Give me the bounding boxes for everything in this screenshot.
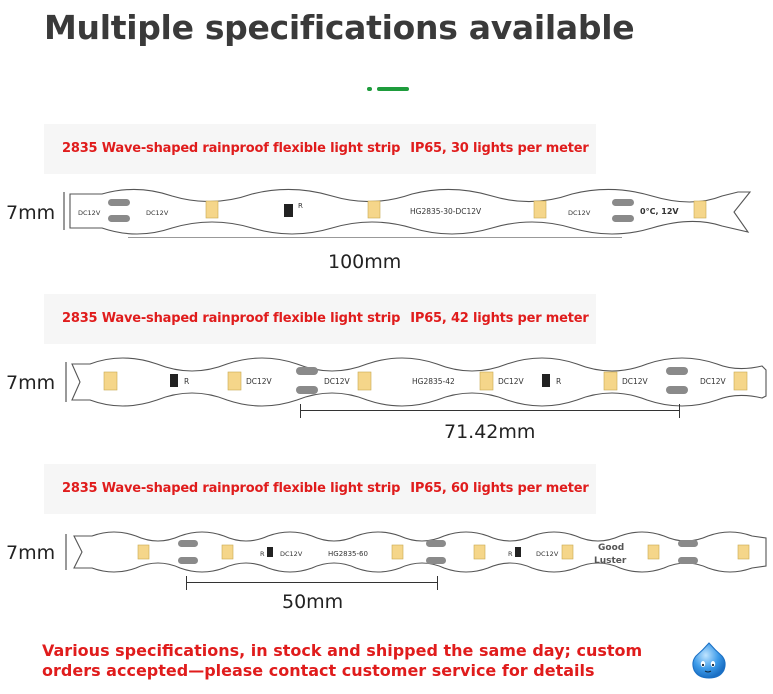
led-chip <box>227 371 242 391</box>
pitch-dimension-tick <box>300 404 301 418</box>
resistor-chip <box>542 374 550 387</box>
spec-label-42: 2835 Wave-shaped rainproof flexible ligh… <box>62 311 589 326</box>
spec-label-rating: IP65, 42 lights per meter <box>410 311 589 326</box>
solder-pad <box>178 557 198 564</box>
badge-line-2: Luster <box>594 556 627 566</box>
resistor-print: R <box>184 377 189 386</box>
spec-label-rating: IP65, 30 lights per meter <box>410 141 589 156</box>
led-chip <box>603 371 618 391</box>
led-chip <box>561 544 574 560</box>
pitch-label-42: 71.42mm <box>444 421 536 443</box>
spec-label-model: 2835 Wave-shaped rainproof flexible ligh… <box>62 311 401 326</box>
strip-body-60 <box>73 531 767 573</box>
resistor-chip <box>267 547 273 557</box>
solder-pad <box>426 540 446 547</box>
solder-pad <box>296 386 318 394</box>
led-chip <box>479 371 494 391</box>
strip-voltage-print: DC12V <box>700 377 727 386</box>
led-chip <box>647 544 660 560</box>
pitch-label-60: 50mm <box>282 591 344 613</box>
strip-rating-print: 0°C, 12V <box>640 207 679 216</box>
strip-voltage-print: DC12V <box>280 550 303 558</box>
resistor-print: R <box>508 550 513 558</box>
led-strip-30-drawing: DC12V DC12V R HG2835-30-DC12V DC12V 0°C,… <box>63 188 752 238</box>
strip-voltage-print: DC12V <box>78 209 101 217</box>
resistor-print: R <box>260 550 265 558</box>
led-chip <box>391 544 404 560</box>
led-chip <box>221 544 234 560</box>
solder-pad <box>296 367 318 375</box>
resistor-chip <box>284 204 293 217</box>
resistor-chip <box>515 547 521 557</box>
solder-pad <box>108 215 130 222</box>
badge-line-1: Good <box>598 543 624 553</box>
strip-body-30 <box>69 188 752 235</box>
solder-pad <box>108 199 130 206</box>
solder-pad <box>666 367 688 375</box>
accent-dash <box>377 87 409 91</box>
width-label-60: 7mm <box>6 542 56 564</box>
led-chip <box>473 544 486 560</box>
led-chip <box>103 371 118 391</box>
solder-pad <box>612 215 634 222</box>
strip-voltage-print: DC12V <box>324 377 351 386</box>
strip-voltage-print: DC12V <box>536 550 559 558</box>
strip-voltage-print: DC12V <box>622 377 649 386</box>
spec-label-60: 2835 Wave-shaped rainproof flexible ligh… <box>62 481 589 496</box>
strip-voltage-print: DC12V <box>498 377 525 386</box>
solder-pad <box>612 199 634 206</box>
strip-model-print: HG2835-30-DC12V <box>410 207 482 216</box>
led-chip <box>693 200 707 219</box>
solder-pad <box>678 540 698 547</box>
spec-band-42 <box>44 294 596 344</box>
led-strip-42: R DC12V DC12V HG2835-42 DC12V R DC12V DC… <box>62 354 768 414</box>
led-chip <box>357 371 372 391</box>
pitch-dimension-tick <box>679 404 680 418</box>
strip-model-print: HG2835-42 <box>412 377 455 386</box>
solder-pad <box>426 557 446 564</box>
led-chip <box>367 200 381 219</box>
solder-pad <box>178 540 198 547</box>
led-chip <box>737 544 750 560</box>
pitch-dimension-line <box>300 410 680 411</box>
led-chip <box>733 371 748 391</box>
strip-voltage-print: DC12V <box>246 377 273 386</box>
pitch-dimension-line <box>186 582 438 583</box>
solder-pad <box>678 557 698 564</box>
led-strip-42-drawing: R DC12V DC12V HG2835-42 DC12V R DC12V DC… <box>65 357 767 407</box>
strip-voltage-print: DC12V <box>146 209 169 217</box>
footer-note: Various specifications, in stock and shi… <box>42 641 643 680</box>
strip-model-print: HG2835-60 <box>328 550 368 558</box>
width-label-30: 7mm <box>6 202 56 224</box>
spec-label-rating: IP65, 60 lights per meter <box>410 481 589 496</box>
width-label-42: 7mm <box>6 372 56 394</box>
spec-band-60 <box>44 464 596 514</box>
led-strip-60: R DC12V HG2835-60 R DC12V Good Luster <box>62 528 768 576</box>
strip-voltage-print: DC12V <box>568 209 591 217</box>
solder-pad <box>666 386 688 394</box>
spec-label-30: 2835 Wave-shaped rainproof flexible ligh… <box>62 141 589 156</box>
pitch-label-30: 100mm <box>328 251 402 273</box>
pitch-dimension-tick <box>186 576 187 590</box>
led-chip <box>137 544 150 560</box>
resistor-print: R <box>298 202 303 210</box>
led-chip <box>205 200 219 219</box>
led-strip-60-drawing: R DC12V HG2835-60 R DC12V Good Luster <box>65 531 767 573</box>
accent-divider <box>367 86 409 92</box>
led-strip-30: DC12V DC12V R HG2835-30-DC12V DC12V 0°C,… <box>62 186 752 238</box>
spec-label-model: 2835 Wave-shaped rainproof flexible ligh… <box>62 141 401 156</box>
spec-band-30 <box>44 124 596 174</box>
pitch-dimension-tick <box>437 576 438 590</box>
led-chip <box>533 200 547 219</box>
spec-label-model: 2835 Wave-shaped rainproof flexible ligh… <box>62 481 401 496</box>
resistor-print: R <box>556 377 561 386</box>
page-title: Multiple specifications available <box>44 8 635 47</box>
accent-dot <box>367 87 372 91</box>
resistor-chip <box>170 374 178 387</box>
customer-service-icon[interactable] <box>689 640 729 680</box>
